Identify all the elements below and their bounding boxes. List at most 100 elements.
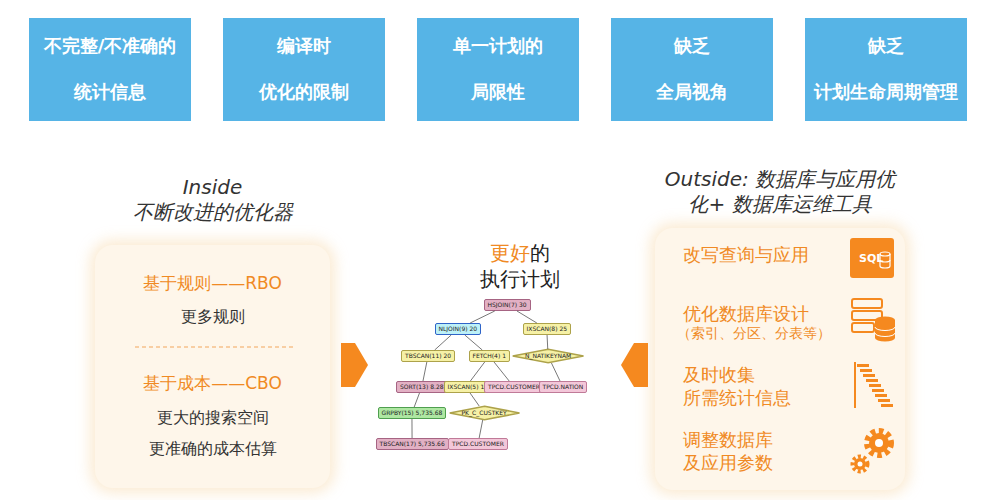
chevron-arrow [341, 343, 368, 387]
method-detail: 更大的搜索空间 更准确的成本估算 [138, 402, 288, 464]
table-box: TPCD.NATION [539, 381, 588, 393]
plan-operator: TBSCAN(17) 5,735.66 [376, 438, 449, 450]
plan-operator: TBSCAN(11) 20 [401, 350, 455, 362]
index-diamond: N_NATIKEYNAM [512, 349, 584, 363]
problem-text: 编译时 优化的限制 [229, 23, 379, 115]
icon-shape [872, 389, 884, 392]
optimizer-panel: Inside 不断改进的优化器基于规则——RBO更多规则基于成本——CBO更大的… [95, 245, 330, 488]
database-icon [852, 299, 895, 342]
operator-text: TBSCAN(17) 5,735.66 [380, 440, 445, 448]
table-box: TPCD.CUSTOMER [448, 438, 508, 450]
operator-text: N_NATIKEYNAM [525, 352, 571, 360]
operator-text: TPCD.CUSTOMER [452, 440, 504, 448]
operator-text: IXSCAN(5) 1 [448, 383, 485, 391]
icon-shape [878, 399, 890, 402]
item-text: 改写查询与应用 [683, 244, 853, 266]
plan-link [423, 362, 427, 381]
diamond-shape [449, 406, 519, 420]
plan-link [517, 311, 537, 323]
plan-link [414, 393, 419, 407]
item-text: 调整数据库 及应用参数 [683, 428, 813, 474]
item-text: 及时收集 所需统计信息 [683, 363, 813, 409]
plan-operator: NLJOIN(9) 20 [435, 323, 482, 335]
icon-shape [869, 433, 889, 453]
statistics-icon [855, 362, 893, 408]
plan-link [465, 335, 482, 350]
icon-shape [867, 431, 891, 455]
problem-box: 不完整/不准确的 统计信息 [29, 18, 191, 121]
icon-shape [854, 362, 856, 408]
operator-text: IXSCAN(8) 25 [527, 325, 568, 333]
icon-shape [852, 299, 882, 308]
icon-shape [875, 439, 883, 447]
chevron-arrow [621, 343, 648, 387]
plan-link [435, 335, 452, 350]
icon-shape [875, 320, 895, 342]
problem-text: 缺乏 计划生命周期管理 [806, 23, 966, 115]
problem-box: 单一计划的 局限性 [417, 18, 579, 121]
icon-shape [881, 404, 893, 407]
icon-shape [875, 394, 887, 397]
plan-link [470, 393, 479, 406]
method-detail: 更多规则 [113, 306, 313, 328]
method-title: 基于规则——RBO [113, 272, 313, 294]
problem-box: 缺乏 计划生命周期管理 [805, 18, 967, 121]
operator-text: NLJOIN(9) 20 [439, 325, 478, 333]
gears-icon [853, 431, 892, 472]
plan-heading: 的 [530, 240, 550, 266]
plan-operator: IXSCAN(8) 25 [523, 323, 572, 335]
icon-shape [852, 323, 874, 332]
icon-shape [866, 379, 878, 382]
diamond-shape [513, 349, 584, 363]
icon-shape [875, 327, 895, 337]
problem-box: 编译时 优化的限制 [223, 18, 385, 121]
plan-link [547, 335, 549, 349]
operator-text: PK_C_CUSTKEY [462, 409, 507, 417]
icon-shape [875, 317, 895, 324]
problem-text: 不完整/不准确的 统计信息 [34, 23, 186, 115]
icon-shape [860, 369, 872, 372]
operator-text: HSJOIN(7) 30 [488, 301, 527, 309]
icon-shape [858, 462, 863, 467]
plan-link [470, 311, 495, 323]
method-title: 基于成本——CBO [113, 372, 313, 394]
operator-text: TBSCAN(11) 20 [405, 352, 451, 360]
problem-box: 缺乏 全局视角 [611, 18, 773, 121]
operator-text: TPCD.CUSTOMER [488, 383, 540, 391]
icon-shape [850, 238, 894, 278]
plan-operator: IXSCAN(5) 1 [444, 381, 489, 393]
plan-link [479, 420, 483, 438]
problem-text: 单一计划的 局限性 [443, 23, 553, 115]
operator-text: FETCH(4) 1 [473, 352, 506, 360]
plan-heading: 更好 [490, 240, 530, 266]
icon-shape [852, 311, 882, 320]
plan-link [551, 363, 560, 381]
icon-shape [857, 364, 869, 367]
icon-shape [854, 458, 866, 470]
index-diamond: PK_C_CUSTKEY [449, 406, 520, 420]
panel-heading: Outside: 数据库与应用优 化+ 数据库运维工具 [660, 167, 900, 217]
dashed-separator [135, 346, 293, 347]
sql-icon [850, 238, 894, 278]
problem-text: 缺乏 全局视角 [642, 23, 742, 115]
icon-shape [863, 374, 875, 377]
plan-link [470, 362, 484, 381]
operator-text: TPCD.NATION [543, 383, 584, 391]
plan-link [411, 419, 412, 438]
icon-text: SQL [859, 250, 883, 267]
plan-operator: FETCH(4) 1 [469, 350, 510, 362]
operator-text: SORT(13) 8.28 [400, 383, 444, 391]
operator-text: GRPBY(15) 5,735.68 [382, 409, 443, 417]
item-note: （索引、分区、分表等） [677, 324, 857, 342]
plan-operator: GRPBY(15) 5,735.68 [378, 407, 447, 419]
plan-operator: SORT(13) 8.28 [396, 381, 448, 393]
plan-link [494, 362, 509, 381]
table-box: TPCD.CUSTOMER [484, 381, 544, 393]
icon-shape [869, 384, 881, 387]
icon-shape [853, 457, 868, 472]
panel-heading: Inside 不断改进的优化器 [123, 175, 303, 225]
plan-heading: 执行计划 [480, 266, 560, 292]
plan-operator: HSJOIN(7) 30 [484, 299, 531, 311]
item-text: 优化数据库设计 [683, 303, 853, 325]
tools-panel: Outside: 数据库与应用优 化+ 数据库运维工具改写查询与应用优化数据库设… [655, 228, 905, 490]
